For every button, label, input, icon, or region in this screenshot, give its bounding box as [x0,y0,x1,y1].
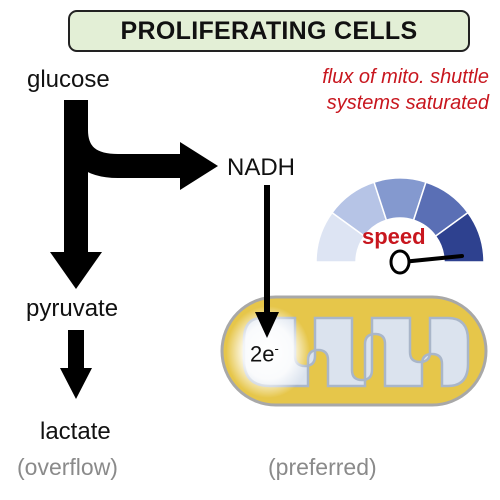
gauge-needle [400,254,464,264]
pyruvate-to-lactate-shaft [68,330,84,370]
gauge-speed-label: speed [362,224,426,249]
nadh-to-mito-arrow [255,185,279,338]
title-text: PROLIFERATING CELLS [120,16,418,45]
speed-gauge [315,177,485,275]
mitochondrion [220,295,488,407]
glucose-to-nadh-arrow [64,100,186,178]
electrons-label: 2e- [250,342,279,365]
preferred-caption: (preferred) [268,454,377,480]
pyruvate-to-lactate-arrowhead [60,368,92,399]
glucose-to-nadh-arrowhead [180,142,218,190]
glycolysis-arrows [50,100,218,399]
shuttle-note-line1: flux of mito. shuttle [322,66,489,88]
glucose-to-pyruvate-shaft [64,100,88,260]
pyruvate-label: pyruvate [26,295,119,322]
lactate-label: lactate [40,418,111,445]
nadh-label: NADH [227,154,296,181]
glucose-label: glucose [27,66,110,93]
title-banner: PROLIFERATING CELLS [68,10,470,52]
mitochondrion-glow [226,306,310,398]
overflow-caption: (overflow) [17,454,118,480]
gauge-segments [315,177,485,263]
electrons-base: 2e [250,341,275,367]
nadh-to-mito-arrowhead [255,312,279,338]
electrons-charge: - [274,341,279,356]
glucose-to-pyruvate-arrowhead [50,252,102,289]
gauge-segment-5 [434,211,485,263]
shuttle-note-line2: systems saturated [326,92,489,114]
gauge-pivot [389,249,411,275]
